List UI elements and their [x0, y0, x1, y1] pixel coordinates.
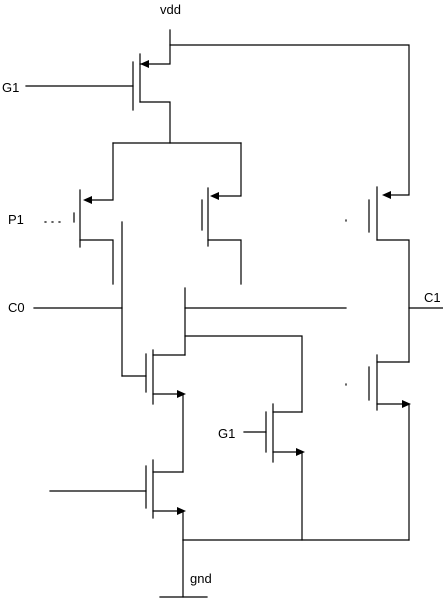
vdd-label: vdd: [160, 2, 181, 17]
ground-rail: [159, 539, 410, 598]
lower-nmos-transistor: [49, 459, 186, 541]
g1-top-label: G1: [2, 80, 19, 95]
p1-left-arrow: [83, 196, 92, 204]
right-pmos-arrow: [382, 191, 391, 199]
feedback-wire: [184, 335, 303, 413]
g1-bottom-arrow: [296, 448, 305, 456]
upper-nmos-arrow: [177, 390, 186, 398]
right-nmos-arrow: [402, 400, 411, 408]
g1-bottom-nmos-transistor: [243, 403, 305, 541]
c0-label: C0: [8, 300, 25, 315]
top-pmos-arrow: [140, 60, 149, 68]
p1-left-pmos-transistor: [44, 142, 114, 285]
p1-label: P1: [8, 212, 24, 227]
g1-bottom-label: G1: [218, 426, 235, 441]
lower-nmos-arrow: [177, 507, 186, 515]
top-pmos-transistor: [25, 44, 171, 144]
upper-nmos-transistor: [121, 349, 186, 473]
right-nmos-transistor: [345, 354, 411, 541]
right-pmos-transistor: [345, 186, 410, 363]
gnd-label: gnd: [190, 571, 212, 586]
p1-right-pmos-transistor: [201, 142, 242, 285]
c1-label: C1: [424, 290, 441, 305]
vdd-rail: [169, 29, 410, 196]
p1-right-arrow: [210, 192, 219, 200]
